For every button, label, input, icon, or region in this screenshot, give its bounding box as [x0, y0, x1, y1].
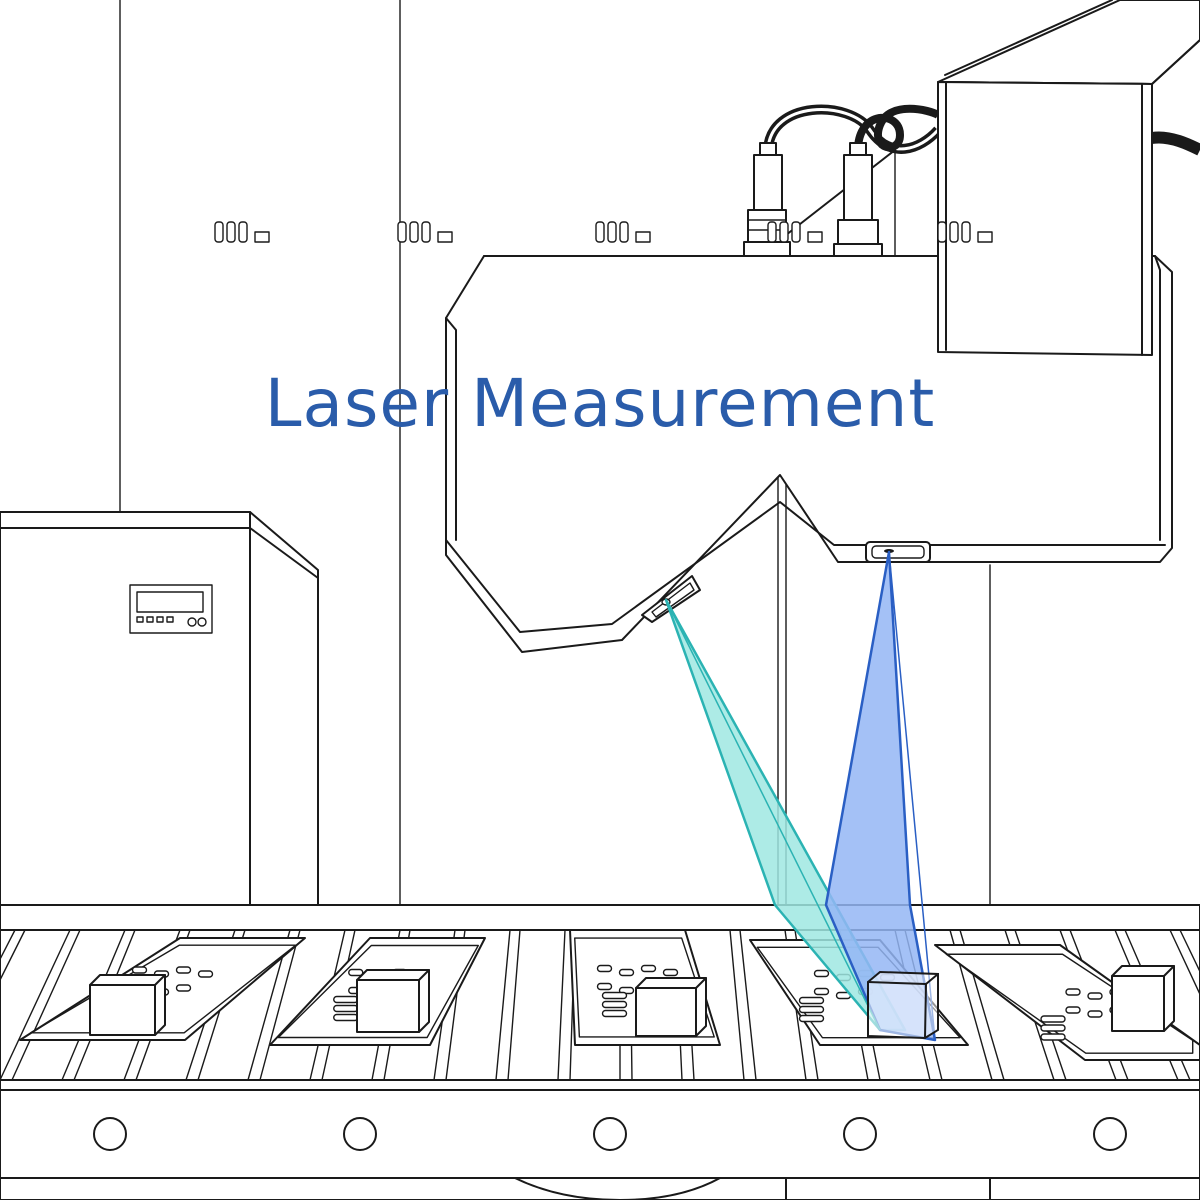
conveyor-slat-edge [1179, 929, 1200, 974]
laser-beam-vertical-edge [888, 551, 936, 1041]
control-cabinet [0, 511, 319, 906]
conveyor-slat [495, 929, 511, 1081]
conveyor-slat-edge [0, 929, 26, 982]
laser-beam-angled-edge [665, 599, 881, 1031]
room-lines [119, 0, 991, 906]
cable-connector-right [833, 142, 883, 257]
circuit-board [19, 221, 306, 1041]
slanted-sensor-window [641, 575, 701, 623]
diagram-title: Laser Measurement [264, 365, 936, 442]
conveyor-bolts [93, 1117, 1127, 1151]
conveyor-slat-edge [259, 929, 301, 1081]
conveyor-slat [729, 929, 745, 1081]
cabinet-display-panel [129, 584, 213, 634]
conveyor-slat-edge [739, 929, 757, 1081]
conveyor-slat [0, 929, 16, 961]
laser-sensor-head [445, 81, 1173, 653]
sensor-cables [763, 104, 1200, 236]
conveyor-slat [0, 929, 71, 1081]
laser-beams [664, 550, 937, 1042]
conveyor-slat-edge [507, 929, 521, 1081]
measured-component [867, 970, 939, 1040]
circuit-boards [19, 221, 1200, 1061]
circuit-board [934, 221, 1200, 1061]
circuit-board [569, 221, 721, 1046]
circuit-board [269, 221, 486, 1046]
conveyor-slat [1169, 929, 1200, 996]
conveyor-slat-edge [11, 929, 81, 1081]
conveyor-slat [557, 929, 566, 1081]
bottom-sensor-window [865, 541, 931, 563]
